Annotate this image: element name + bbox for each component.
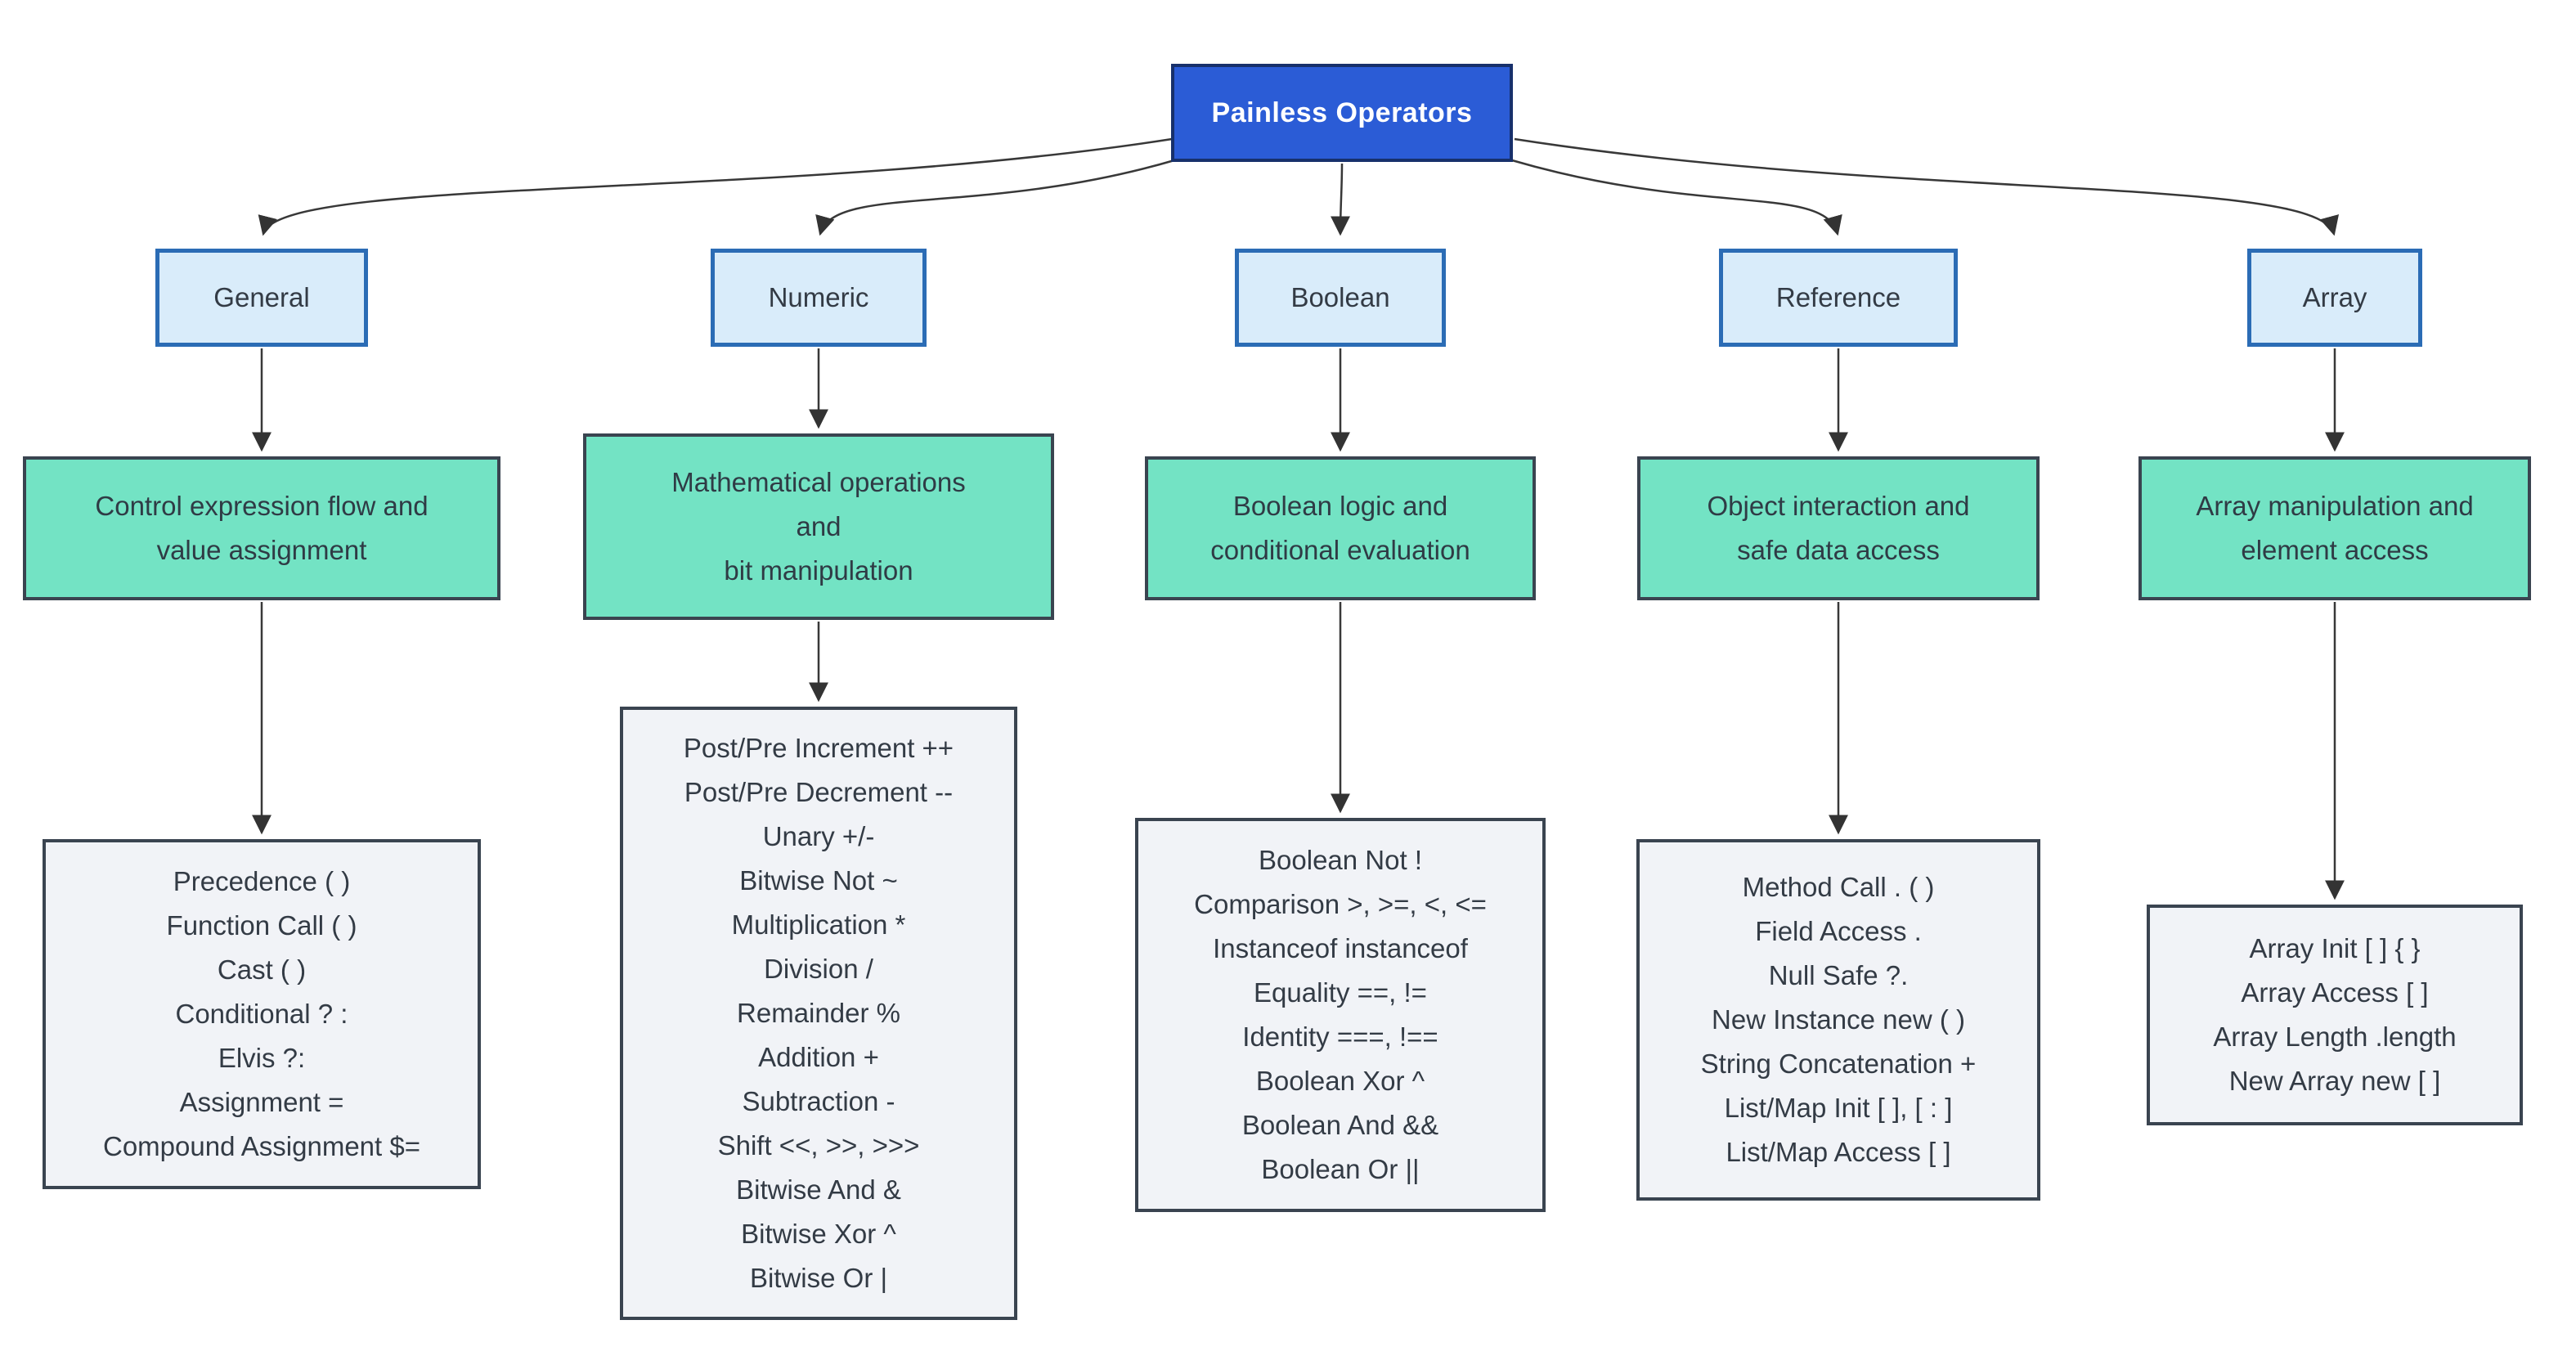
operator-item: Assignment = bbox=[179, 1087, 344, 1117]
operator-item: Cast ( ) bbox=[217, 954, 307, 985]
category-node-array: Array bbox=[2247, 249, 2422, 347]
description-node-array: Array manipulation and element access bbox=[2138, 456, 2531, 600]
description-line: element access bbox=[2241, 535, 2429, 565]
category-label: Numeric bbox=[768, 282, 869, 312]
description-node-numeric: Mathematical operations and bit manipulati… bbox=[583, 433, 1054, 620]
description-node-general: Control expression flow and value assignm… bbox=[23, 456, 500, 600]
operator-item: New Array new [ ] bbox=[2228, 1066, 2441, 1096]
operator-item: Bitwise Or | bbox=[749, 1263, 888, 1293]
operator-item: Post/Pre Increment ++ bbox=[683, 733, 954, 763]
operator-item: Addition + bbox=[758, 1042, 879, 1072]
operator-item: Conditional ? : bbox=[175, 999, 348, 1029]
operators-node-reference: Method Call . ( ) Field Access . Null Safe… bbox=[1636, 839, 2040, 1201]
operator-item: Division / bbox=[764, 954, 873, 984]
operators-node-boolean: Boolean Not ! Comparison >, >=, <, <= Inst… bbox=[1135, 818, 1546, 1212]
operator-item: Field Access . bbox=[1755, 916, 1922, 946]
description-line: Mathematical operations bbox=[671, 467, 966, 497]
root-node-label: Painless Operators bbox=[1211, 97, 1473, 128]
description-line: value assignment bbox=[156, 535, 367, 565]
operator-item: Array Access [ ] bbox=[2241, 977, 2429, 1008]
operators-node-general: Precedence ( ) Function Call ( ) Cast ( ) C… bbox=[43, 839, 481, 1189]
operator-item: Bitwise Not ~ bbox=[739, 865, 898, 896]
operator-item: Equality ==, != bbox=[1254, 977, 1427, 1008]
description-line: conditional evaluation bbox=[1210, 535, 1470, 565]
operator-item: Method Call . ( ) bbox=[1742, 872, 1935, 902]
category-node-reference: Reference bbox=[1719, 249, 1958, 347]
operator-item: Unary +/- bbox=[762, 821, 875, 851]
operators-node-array: Array Init [ ] { } Array Access [ ] Array … bbox=[2147, 905, 2523, 1125]
operator-item: New Instance new ( ) bbox=[1712, 1004, 1965, 1035]
operator-item: List/Map Init [ ], [ : ] bbox=[1724, 1093, 1953, 1123]
operator-item: Function Call ( ) bbox=[166, 910, 357, 941]
operator-item: Post/Pre Decrement -- bbox=[684, 777, 954, 807]
edge-title-to-numeric bbox=[815, 159, 1175, 236]
operator-item: String Concatenation + bbox=[1700, 1048, 1977, 1079]
operator-item: Array Length .length bbox=[2213, 1021, 2457, 1052]
operator-item: Array Init [ ] { } bbox=[2249, 933, 2421, 963]
description-line: Control expression flow and bbox=[95, 491, 429, 521]
description-line: Boolean logic and bbox=[1232, 491, 1448, 521]
operator-item: Shift <<, >>, >>> bbox=[717, 1130, 920, 1161]
operator-item: Elvis ?: bbox=[218, 1043, 306, 1073]
category-label: General bbox=[213, 282, 310, 312]
operator-item: Remainder % bbox=[737, 998, 900, 1028]
category-label: Reference bbox=[1775, 282, 1901, 312]
description-line: bit manipulation bbox=[724, 555, 913, 586]
operator-item: Boolean Or || bbox=[1261, 1154, 1420, 1184]
edge-title-to-general bbox=[258, 137, 1173, 236]
operator-item: Null Safe ?. bbox=[1768, 960, 1909, 990]
description-line: safe data access bbox=[1737, 535, 1940, 565]
category-node-boolean: Boolean bbox=[1235, 249, 1446, 347]
operator-item: Precedence ( ) bbox=[173, 866, 351, 896]
edge-title-to-boolean bbox=[1331, 163, 1351, 236]
description-node-boolean: Boolean logic and conditional evaluation bbox=[1145, 456, 1536, 600]
edge-title-to-reference bbox=[1511, 159, 1842, 236]
category-label: Array bbox=[2302, 282, 2367, 312]
description-line: and bbox=[796, 511, 841, 541]
operator-item: Boolean Xor ^ bbox=[1255, 1066, 1425, 1096]
operators-node-numeric: Post/Pre Increment ++ Post/Pre Decrement … bbox=[620, 707, 1017, 1320]
operator-item: Subtraction - bbox=[742, 1086, 895, 1116]
description-line: Object interaction and bbox=[1707, 491, 1970, 521]
operator-item: Comparison >, >=, <, <= bbox=[1194, 889, 1487, 919]
operator-item: List/Map Access [ ] bbox=[1726, 1137, 1951, 1167]
root-node-painless-operators: Painless Operators bbox=[1171, 64, 1513, 162]
edge-title-to-array bbox=[1514, 137, 2339, 236]
category-node-numeric: Numeric bbox=[711, 249, 927, 347]
operator-item: Compound Assignment $= bbox=[103, 1131, 420, 1161]
operator-item: Instanceof instanceof bbox=[1213, 933, 1468, 963]
category-node-general: General bbox=[155, 249, 368, 347]
description-line: Array manipulation and bbox=[2196, 491, 2474, 521]
operator-item: Multiplication * bbox=[731, 909, 906, 940]
category-label: Boolean bbox=[1290, 282, 1390, 312]
operator-item: Boolean Not ! bbox=[1259, 845, 1422, 875]
operator-item: Boolean And && bbox=[1241, 1110, 1439, 1140]
operator-item: Bitwise And & bbox=[736, 1174, 901, 1205]
operator-item: Identity ===, !== bbox=[1242, 1021, 1438, 1052]
operator-item: Bitwise Xor ^ bbox=[741, 1219, 896, 1249]
description-node-reference: Object interaction and safe data access bbox=[1637, 456, 2040, 600]
